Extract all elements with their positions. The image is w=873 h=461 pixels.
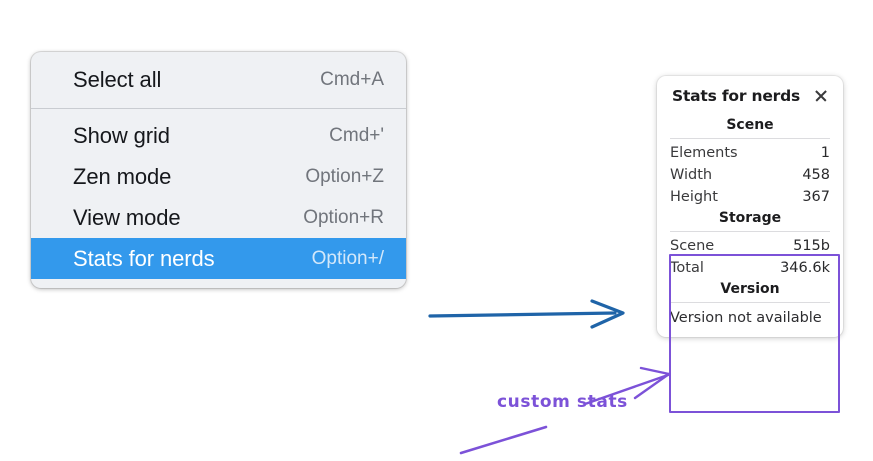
section-title-scene: Scene — [726, 117, 774, 133]
stat-row: Total 346.6k — [657, 257, 843, 279]
stat-key: Width — [670, 167, 713, 183]
menu-item-view-mode[interactable]: View mode Option+R — [31, 197, 406, 238]
annotation-label: custom stats — [497, 392, 628, 412]
menu-item-shortcut: Cmd+A — [320, 68, 384, 90]
stat-value: 515b — [793, 238, 830, 254]
menu-item-shortcut: Option+/ — [311, 247, 384, 269]
menu-separator — [31, 108, 406, 109]
annotation-underline-stroke — [459, 425, 548, 455]
stats-for-nerds-panel: Stats for nerds Scene Elements 1 Width 4… — [657, 76, 843, 413]
stat-key: Height — [670, 189, 718, 205]
stat-key: Elements — [670, 145, 738, 161]
stat-row: Scene 515b — [657, 235, 843, 257]
stat-row: Height 367 — [657, 186, 843, 208]
version-note: Version not available — [670, 310, 822, 326]
panel-title: Stats for nerds — [672, 87, 801, 105]
section-divider — [670, 138, 830, 139]
menu-item-label: Select all — [73, 66, 162, 92]
stat-row: Elements 1 — [657, 142, 843, 164]
stat-value: 458 — [802, 167, 830, 183]
close-icon[interactable] — [812, 87, 830, 105]
menu-item-shortcut: Option+Z — [305, 165, 384, 187]
context-menu[interactable]: Select all Cmd+A Show grid Cmd+' Zen mod… — [31, 52, 406, 288]
section-divider — [670, 302, 830, 303]
menu-item-shortcut: Option+R — [303, 206, 384, 228]
menu-item-shortcut: Cmd+' — [329, 124, 384, 146]
stat-value: 367 — [802, 189, 830, 205]
menu-item-show-grid[interactable]: Show grid Cmd+' — [31, 115, 406, 156]
section-title-version: Version — [720, 281, 780, 297]
menu-item-label: View mode — [73, 204, 181, 230]
menu-item-label: Stats for nerds — [73, 245, 215, 271]
menu-item-label: Zen mode — [73, 163, 172, 189]
menu-group-2: Show grid Cmd+' Zen mode Option+Z View m… — [31, 115, 406, 279]
flow-arrow-icon — [428, 299, 625, 329]
section-title-storage: Storage — [718, 210, 782, 226]
section-divider — [670, 231, 830, 232]
stats-panel-header: Stats for nerds — [657, 87, 843, 105]
stat-row: Width 458 — [657, 164, 843, 186]
stat-value: 1 — [820, 145, 830, 161]
stat-value: 346.6k — [780, 260, 830, 276]
stat-key: Total — [670, 260, 704, 276]
menu-item-zen-mode[interactable]: Zen mode Option+Z — [31, 156, 406, 197]
menu-item-label: Show grid — [73, 122, 170, 148]
menu-item-select-all[interactable]: Select all Cmd+A — [31, 59, 406, 100]
menu-item-stats-for-nerds[interactable]: Stats for nerds Option+/ — [31, 238, 406, 279]
stat-key: Scene — [670, 238, 715, 254]
menu-group-1: Select all Cmd+A — [31, 59, 406, 100]
